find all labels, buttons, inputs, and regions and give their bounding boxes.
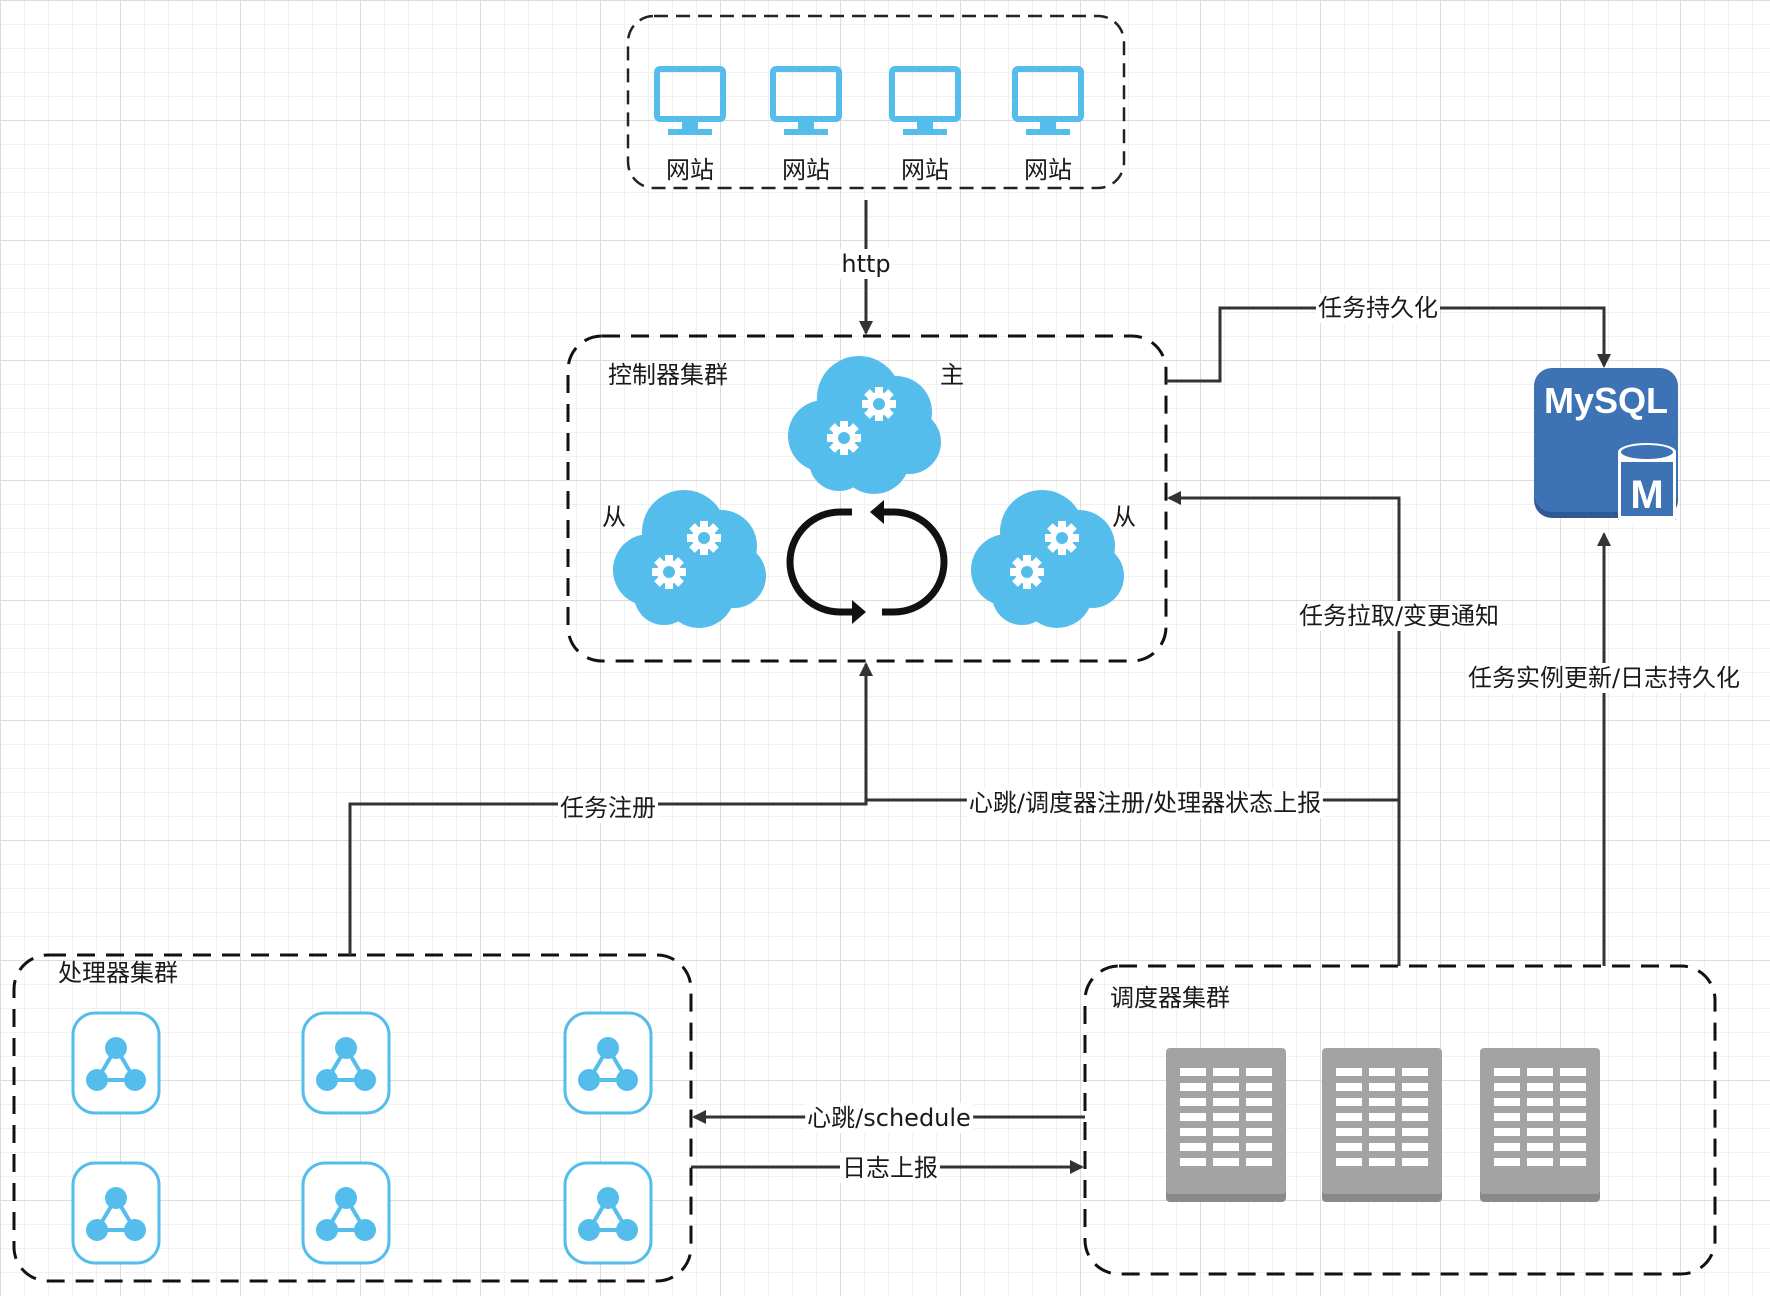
server-rack-icon <box>1480 1048 1600 1202</box>
website-label: 网站 <box>1024 156 1072 184</box>
edge-label-http: http <box>839 249 893 279</box>
monitor-icon <box>892 69 958 135</box>
controller-cluster-title: 控制器集群 <box>608 361 728 389</box>
monitor-icon <box>773 69 839 135</box>
scheduler-cluster-box <box>1083 964 1717 1276</box>
controller-cluster-box <box>566 334 1168 663</box>
scheduler-cluster-title: 调度器集群 <box>1110 984 1230 1012</box>
edge-label-log-report: 日志上报 <box>840 1153 940 1183</box>
processor-node-icon <box>301 1011 391 1115</box>
cycle-arrowhead <box>852 600 866 624</box>
monitor-icon <box>1015 69 1081 135</box>
edge-label-heartbeat-register-report: 心跳/调度器注册/处理器状态上报 <box>966 788 1324 818</box>
website-label: 网站 <box>901 156 949 184</box>
processor-cluster-box <box>12 953 693 1283</box>
edge-task-fetch-notify <box>1167 491 1401 966</box>
db-badge: M <box>1630 473 1663 517</box>
server-rack-icon <box>1322 1048 1442 1202</box>
monitor-icon <box>657 69 723 135</box>
website-label: 网站 <box>666 156 714 184</box>
edge-label-task-register: 任务注册 <box>558 793 658 823</box>
processor-node-icon <box>301 1161 391 1265</box>
server-rack-icon <box>1166 1048 1286 1202</box>
processor-node-icon <box>71 1161 161 1265</box>
slave-right-label: 从 <box>1112 503 1136 531</box>
db-name: MySQL <box>1544 380 1668 421</box>
edge-task-persist <box>1166 306 1611 383</box>
edge-label-task-persist: 任务持久化 <box>1316 293 1440 323</box>
website-label: 网站 <box>782 156 830 184</box>
cloud-gears-icon-slave-left <box>613 490 766 628</box>
edge-label-heartbeat-schedule: 心跳/schedule <box>805 1103 973 1133</box>
mysql-database-icon: MySQL M <box>1534 368 1678 527</box>
website-group <box>626 14 1126 190</box>
processor-node-icon <box>563 1011 653 1115</box>
edge-label-instance-log-persist: 任务实例更新/日志持久化 <box>1465 663 1743 693</box>
cycle-arrowhead <box>870 500 884 524</box>
processor-cluster-title: 处理器集群 <box>58 959 178 987</box>
edge-label-task-fetch-notify: 任务拉取/变更通知 <box>1296 601 1502 631</box>
slave-left-label: 从 <box>602 503 626 531</box>
cloud-gears-icon-master <box>788 356 941 494</box>
processor-node-icon <box>563 1161 653 1265</box>
cloud-gears-icon-slave-right <box>971 490 1124 628</box>
master-label: 主 <box>940 361 964 389</box>
cycle-arrows-icon <box>786 508 948 616</box>
processor-node-icon <box>71 1011 161 1115</box>
